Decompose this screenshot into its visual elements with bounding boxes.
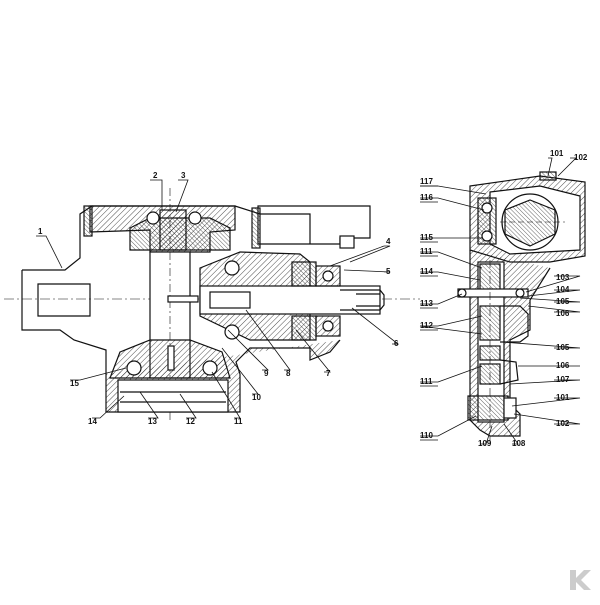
callout-101-b: 101 — [556, 393, 570, 402]
callout-10: 10 — [252, 393, 261, 402]
callout-113: 113 — [420, 299, 433, 308]
leader-lines — [36, 157, 581, 445]
callout-104: 104 — [556, 285, 570, 294]
callout-107: 107 — [556, 375, 570, 384]
callout-105-a: 105 — [556, 297, 570, 306]
callout-102-b: 102 — [556, 419, 570, 428]
callout-111-b: 111 — [420, 377, 433, 386]
callout-15: 15 — [70, 379, 79, 388]
callout-9: 9 — [264, 369, 269, 378]
callout-116: 116 — [420, 193, 433, 202]
callouts-left: 1 2 3 4 5 6 7 8 9 10 11 12 13 14 15 — [38, 171, 399, 426]
callout-5: 5 — [386, 267, 391, 276]
callout-106-b: 106 — [556, 361, 570, 370]
callout-117: 117 — [420, 177, 433, 186]
callout-106-a: 106 — [556, 309, 570, 318]
callout-114: 114 — [420, 267, 433, 276]
callout-110: 110 — [420, 431, 433, 440]
callout-4: 4 — [386, 237, 391, 246]
callout-103: 103 — [556, 273, 570, 282]
callout-111-a: 111 — [420, 247, 433, 256]
callout-3: 3 — [181, 171, 186, 180]
callout-12: 12 — [186, 417, 195, 426]
callout-109: 109 — [478, 439, 492, 448]
callout-underlines — [420, 185, 438, 441]
callouts-right: 117 116 115 111 114 113 112 111 110 101 … — [420, 149, 588, 448]
callout-11: 11 — [234, 417, 243, 426]
callout-102-a: 102 — [574, 153, 588, 162]
kramp-logo — [566, 566, 594, 594]
callout-108: 108 — [512, 439, 526, 448]
callout-112: 112 — [420, 321, 433, 330]
left-gearbox-section — [4, 188, 420, 420]
callout-1: 1 — [38, 227, 43, 236]
callout-8: 8 — [286, 369, 291, 378]
callout-6: 6 — [394, 339, 399, 348]
callout-101-a: 101 — [550, 149, 564, 158]
callout-2: 2 — [153, 171, 158, 180]
callout-14: 14 — [88, 417, 97, 426]
callout-7: 7 — [326, 369, 331, 378]
callout-115: 115 — [420, 233, 433, 242]
callout-105-b: 105 — [556, 343, 570, 352]
callout-13: 13 — [148, 417, 157, 426]
